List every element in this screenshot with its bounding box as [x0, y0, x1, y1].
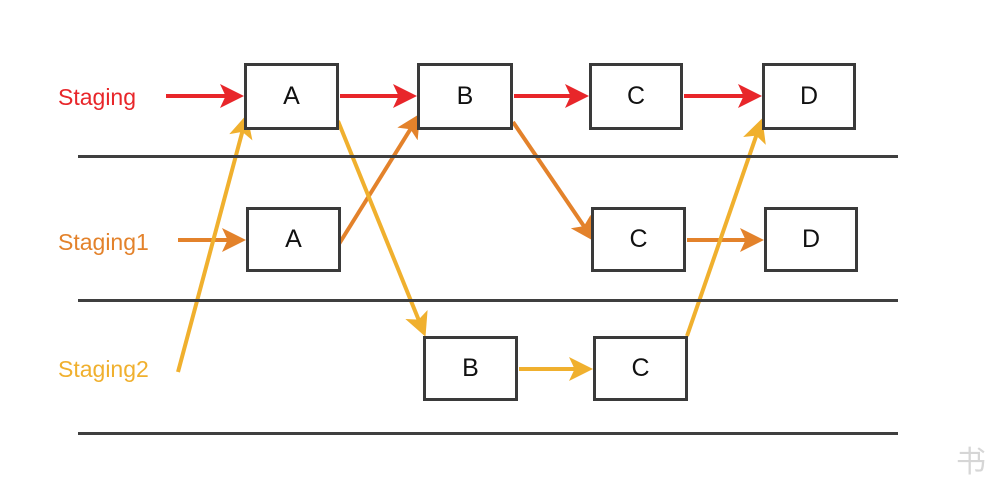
- node-s2-b[interactable]: B: [423, 336, 518, 401]
- connector-s0b-to-s1c: [511, 120, 595, 242]
- lane-divider-sep-3: [78, 432, 898, 435]
- node-s2-c[interactable]: C: [593, 336, 688, 401]
- lane-label-staging2: Staging2: [58, 356, 149, 382]
- watermark-glyph: 书: [956, 445, 986, 480]
- connector-staging2-leader: [176, 114, 253, 373]
- lane-divider-sep-2: [78, 299, 898, 302]
- node-s1-c[interactable]: C: [591, 207, 686, 272]
- node-s0-d[interactable]: D: [762, 63, 856, 130]
- node-s1-d[interactable]: D: [764, 207, 858, 272]
- lane-divider-sep-1: [78, 155, 898, 158]
- connector-s1a-to-s0b: [337, 113, 421, 246]
- node-s0-b[interactable]: B: [417, 63, 513, 130]
- node-s1-a[interactable]: A: [246, 207, 341, 272]
- lane-label-staging: Staging: [58, 84, 137, 110]
- node-s0-c[interactable]: C: [589, 63, 683, 130]
- lane-label-staging1: Staging1: [58, 229, 149, 255]
- node-s0-a[interactable]: A: [244, 63, 339, 130]
